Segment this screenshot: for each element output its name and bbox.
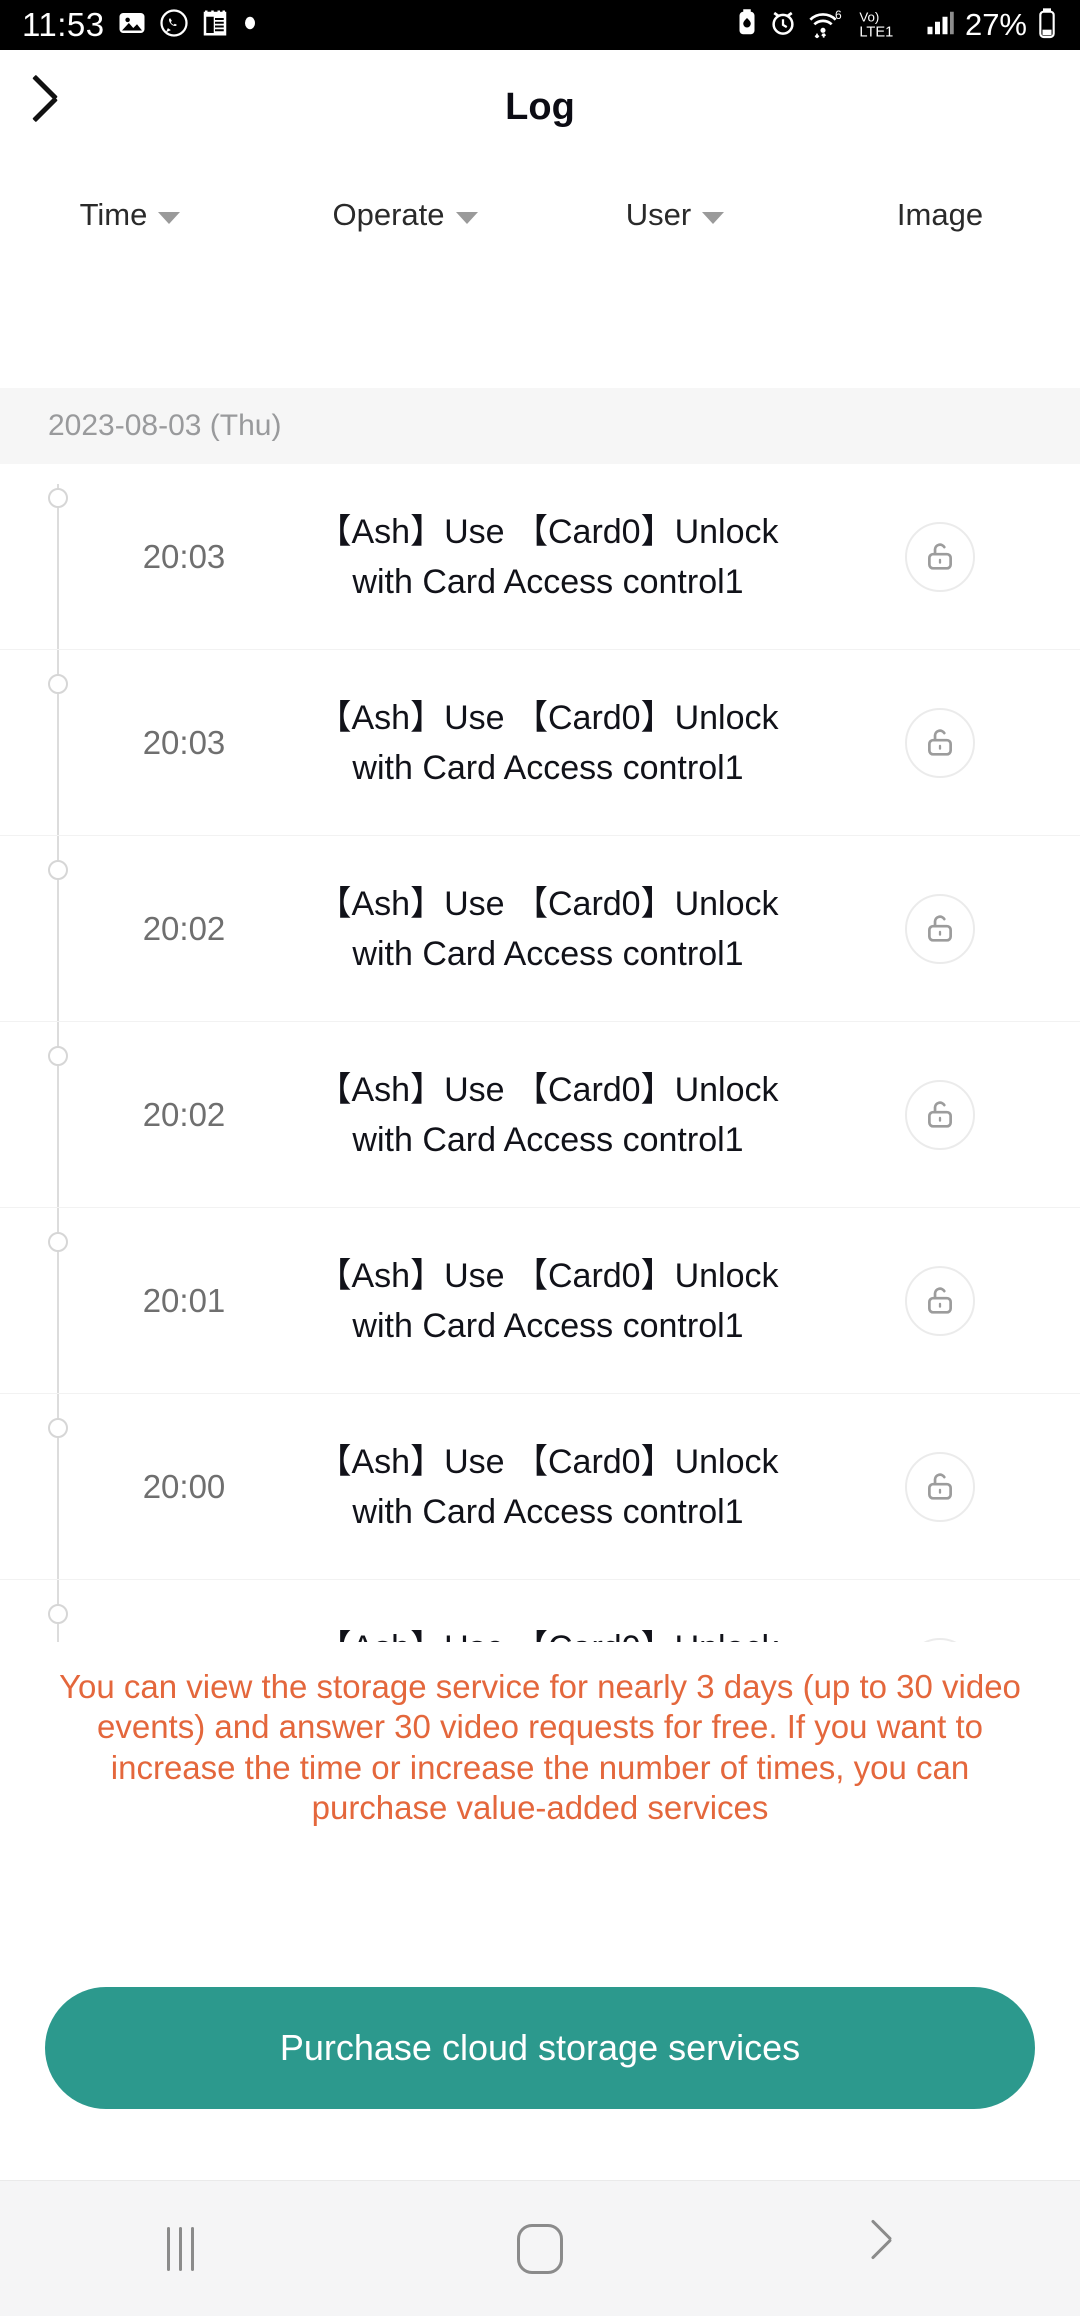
status-bar-clock: 11:53 xyxy=(22,6,105,43)
log-description: 【Ash】Use 【Card0】Unlock with Card Access … xyxy=(268,464,828,650)
chevron-down-icon xyxy=(455,211,478,224)
log-description-line2: with Card Access control1 xyxy=(352,935,744,973)
log-description-line1: 【Ash】Use 【Card0】Unlock xyxy=(317,1257,779,1295)
back-icon xyxy=(889,2229,911,2269)
log-time: 20:00 xyxy=(142,1468,226,1505)
unlock-icon xyxy=(905,1080,975,1150)
svg-text:Vo): Vo) xyxy=(859,9,879,24)
log-description: 【Ash】Use 【Card0】Unlock with Card Access … xyxy=(268,650,828,836)
purchase-cloud-storage-button[interactable]: Purchase cloud storage services xyxy=(45,1987,1035,2109)
whatsapp-icon xyxy=(159,8,189,43)
log-time: 20:03 xyxy=(142,538,226,575)
table-row[interactable]: 20:02 【Ash】Use 【Card0】Unlock with Card A… xyxy=(0,1022,1080,1208)
battery-icon xyxy=(1036,7,1058,44)
column-filter-operate[interactable]: Operate xyxy=(260,197,550,233)
page-title: Log xyxy=(505,86,575,128)
date-section-label: 2023-08-03 (Thu) xyxy=(48,409,282,442)
svg-text:6: 6 xyxy=(835,8,842,22)
table-row[interactable]: 20:01 【Ash】Use 【Card0】Unlock with Card A… xyxy=(0,1208,1080,1394)
log-image-cell[interactable] xyxy=(860,1022,1020,1208)
log-description-line1: 【Ash】Use 【Card0】Unlock xyxy=(317,699,779,737)
table-row[interactable]: 20:00 【Ash】Use 【Card0】Unlock with Card A… xyxy=(0,1394,1080,1580)
status-bar: 11:53 6 xyxy=(0,0,1080,50)
log-description-line2: with Card Access control1 xyxy=(352,749,744,787)
table-row[interactable]: 20:03 【Ash】Use 【Card0】Unlock with Card A… xyxy=(0,464,1080,650)
column-label-image-wrap: Image xyxy=(800,197,1080,233)
log-description: 【Ash】Use 【Card0】Unlock with Card Access … xyxy=(268,1022,828,1208)
date-section-header: 2023-08-03 (Thu) xyxy=(0,388,1080,464)
log-description-line2: with Card Access control1 xyxy=(352,1493,744,1531)
status-bar-left: 11:53 xyxy=(22,6,259,44)
alarm-icon xyxy=(769,8,797,43)
nav-recents-button[interactable] xyxy=(0,2181,360,2317)
log-description-line1: 【Ash】Use 【Card0】Unlock xyxy=(317,513,779,551)
column-header-row: Time Operate User Image xyxy=(0,165,1080,265)
table-row[interactable]: 20:03 【Ash】Use 【Card0】Unlock with Card A… xyxy=(0,650,1080,836)
unlock-icon xyxy=(905,708,975,778)
log-image-cell[interactable] xyxy=(860,836,1020,1022)
timeline-dot-icon xyxy=(48,1604,68,1624)
home-icon xyxy=(517,2223,563,2274)
status-bar-right: 6 Vo) LTE1 27% xyxy=(734,7,1058,44)
table-row[interactable]: 20:02 【Ash】Use 【Card0】Unlock with Card A… xyxy=(0,836,1080,1022)
log-time: 20:01 xyxy=(142,1282,226,1319)
dot-icon xyxy=(241,8,259,43)
wifi-icon: 6 xyxy=(806,7,848,44)
nav-home-button[interactable] xyxy=(360,2181,720,2317)
column-label-image: Image xyxy=(896,197,984,232)
timeline-track xyxy=(57,484,59,1694)
timeline-dot-icon xyxy=(48,488,68,508)
data-saver-icon xyxy=(734,8,760,43)
timeline-dot-icon xyxy=(48,860,68,880)
unlock-icon xyxy=(905,1452,975,1522)
column-label-operate: Operate xyxy=(332,197,445,232)
column-filter-user[interactable]: User xyxy=(550,197,800,233)
log-description: 【Ash】Use 【Card0】Unlock with Card Access … xyxy=(268,836,828,1022)
volte-icon: Vo) LTE1 xyxy=(857,7,915,44)
log-image-cell[interactable] xyxy=(860,650,1020,836)
unlock-icon xyxy=(905,894,975,964)
column-filter-time[interactable]: Time xyxy=(0,197,260,233)
recents-icon xyxy=(166,2226,194,2271)
unlock-icon xyxy=(905,1266,975,1336)
log-description-line1: 【Ash】Use 【Card0】Unlock xyxy=(317,1443,779,1481)
log-description: 【Ash】Use 【Card0】Unlock with Card Access … xyxy=(268,1394,828,1580)
unlock-icon xyxy=(905,522,975,592)
log-list[interactable]: 20:03 【Ash】Use 【Card0】Unlock with Card A… xyxy=(0,464,1080,1694)
log-description-line2: with Card Access control1 xyxy=(352,563,744,601)
calendar-icon xyxy=(201,8,229,43)
log-image-cell[interactable] xyxy=(860,1394,1020,1580)
chevron-down-icon xyxy=(702,211,725,224)
timeline-dot-icon xyxy=(48,1046,68,1066)
promo-message: You can view the storage service for nea… xyxy=(59,1668,1021,1826)
log-image-cell[interactable] xyxy=(860,1208,1020,1394)
timeline-dot-icon xyxy=(48,674,68,694)
log-description-line2: with Card Access control1 xyxy=(352,1121,744,1159)
chevron-down-icon xyxy=(158,211,181,224)
nav-back-button[interactable] xyxy=(720,2181,1080,2317)
column-label-time: Time xyxy=(79,197,148,232)
log-description: 【Ash】Use 【Card0】Unlock with Card Access … xyxy=(268,1208,828,1394)
signal-bars-icon xyxy=(924,8,956,43)
battery-percent-label: 27% xyxy=(964,7,1027,42)
log-image-cell[interactable] xyxy=(860,464,1020,650)
log-description-line2: with Card Access control1 xyxy=(352,1307,744,1345)
app-header: Log xyxy=(0,50,1080,165)
log-description-line1: 【Ash】Use 【Card0】Unlock xyxy=(317,885,779,923)
timeline-dot-icon xyxy=(48,1418,68,1438)
log-time: 20:02 xyxy=(142,1096,226,1133)
column-label-user: User xyxy=(625,197,692,232)
system-nav-bar xyxy=(0,2180,1080,2316)
timeline-dot-icon xyxy=(48,1232,68,1252)
log-time: 20:03 xyxy=(142,724,226,761)
svg-text:LTE1: LTE1 xyxy=(859,24,893,39)
log-time: 20:02 xyxy=(142,910,226,947)
promo-panel: You can view the storage service for nea… xyxy=(0,1642,1080,2174)
log-description-line1: 【Ash】Use 【Card0】Unlock xyxy=(317,1071,779,1109)
gallery-icon xyxy=(117,8,147,43)
